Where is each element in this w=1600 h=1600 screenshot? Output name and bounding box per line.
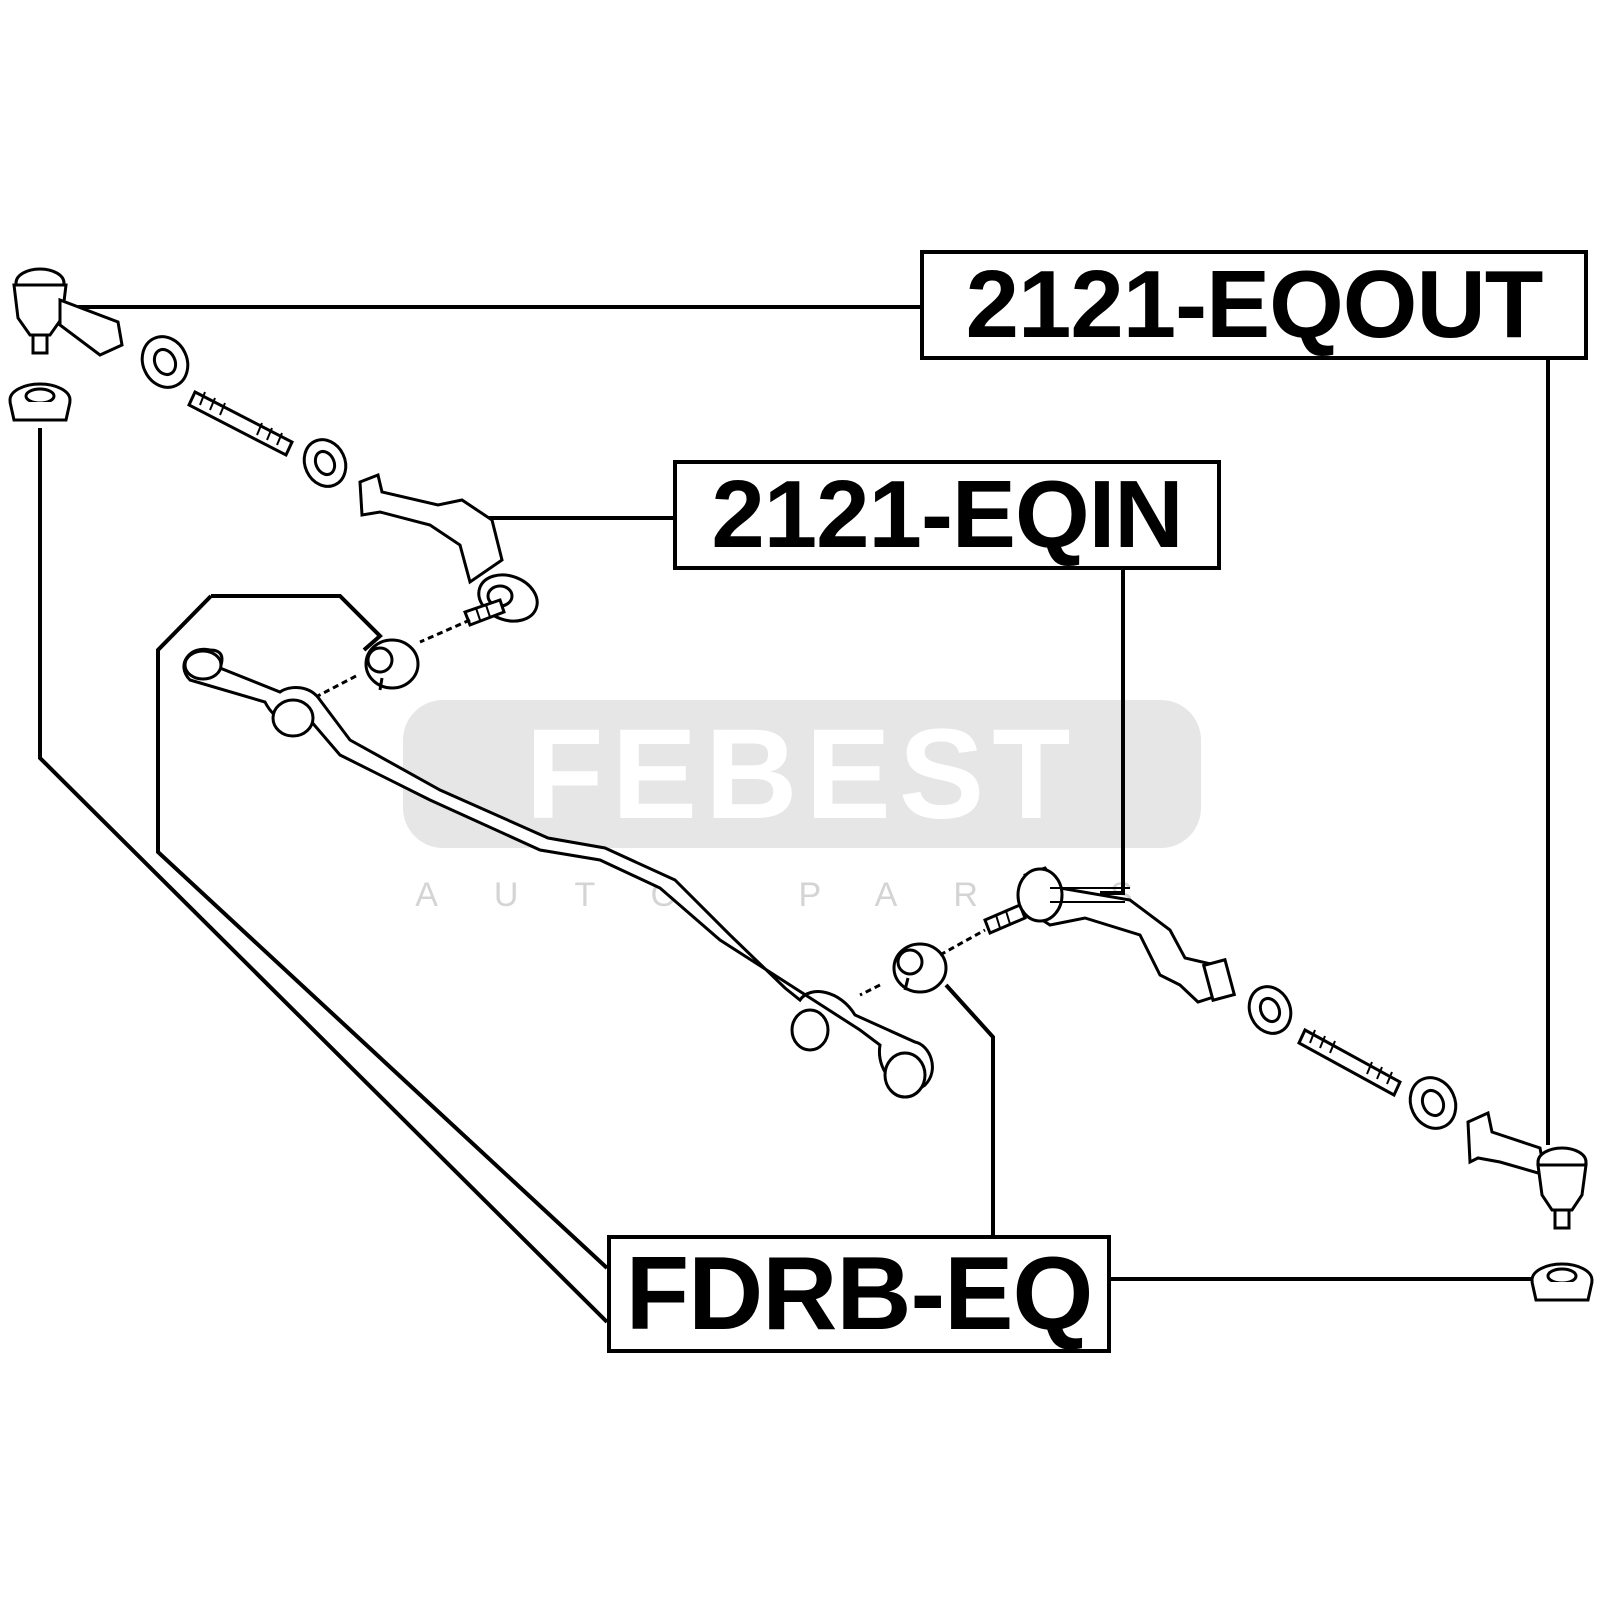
watermark-brand: FEBEST bbox=[526, 703, 1079, 846]
threaded-rod-left bbox=[187, 389, 294, 458]
guide-dash-lower bbox=[859, 983, 881, 997]
boot-lower bbox=[892, 942, 948, 994]
boot-upper bbox=[364, 638, 420, 691]
dust-boot-right bbox=[1530, 1262, 1594, 1302]
leader-boot-mid bbox=[944, 983, 995, 1235]
watermark-backdrop bbox=[403, 700, 1201, 848]
outer-tie-rod-end-left bbox=[12, 267, 124, 357]
outer-tie-rod-end-right bbox=[1466, 1110, 1588, 1230]
stud-lower bbox=[939, 903, 1027, 957]
lower-right-assembly bbox=[859, 866, 1594, 1302]
lock-nut-right bbox=[1408, 1076, 1458, 1130]
inner-tie-rod-end-lower bbox=[1016, 866, 1237, 1004]
inner-tie-rod-end-upper bbox=[358, 472, 539, 623]
label-outer-tie-rod-end: 2121-EQOUT bbox=[920, 250, 1588, 360]
dust-boot-left bbox=[8, 382, 72, 422]
label-boot: FDRB-EQ bbox=[607, 1235, 1111, 1353]
center-link bbox=[182, 647, 934, 1099]
leader-boot-left-outer bbox=[38, 428, 609, 1324]
threaded-rod-right bbox=[1297, 1027, 1402, 1098]
leader-boot-left-inner bbox=[211, 594, 383, 652]
watermark: FEBEST AUTO PARTS bbox=[403, 700, 1201, 914]
lock-nut-left bbox=[140, 335, 190, 389]
stud-upper bbox=[419, 598, 506, 644]
leader-lines bbox=[38, 305, 1550, 1324]
label-inner-tie-rod-end: 2121-EQIN bbox=[673, 460, 1221, 570]
upper-left-assembly bbox=[8, 267, 539, 702]
adjuster-nut-right bbox=[1247, 985, 1293, 1035]
adjuster-nut-left bbox=[302, 438, 348, 488]
leader-inner-right bbox=[1100, 570, 1125, 895]
leader-boot-left-loop bbox=[156, 594, 609, 1270]
